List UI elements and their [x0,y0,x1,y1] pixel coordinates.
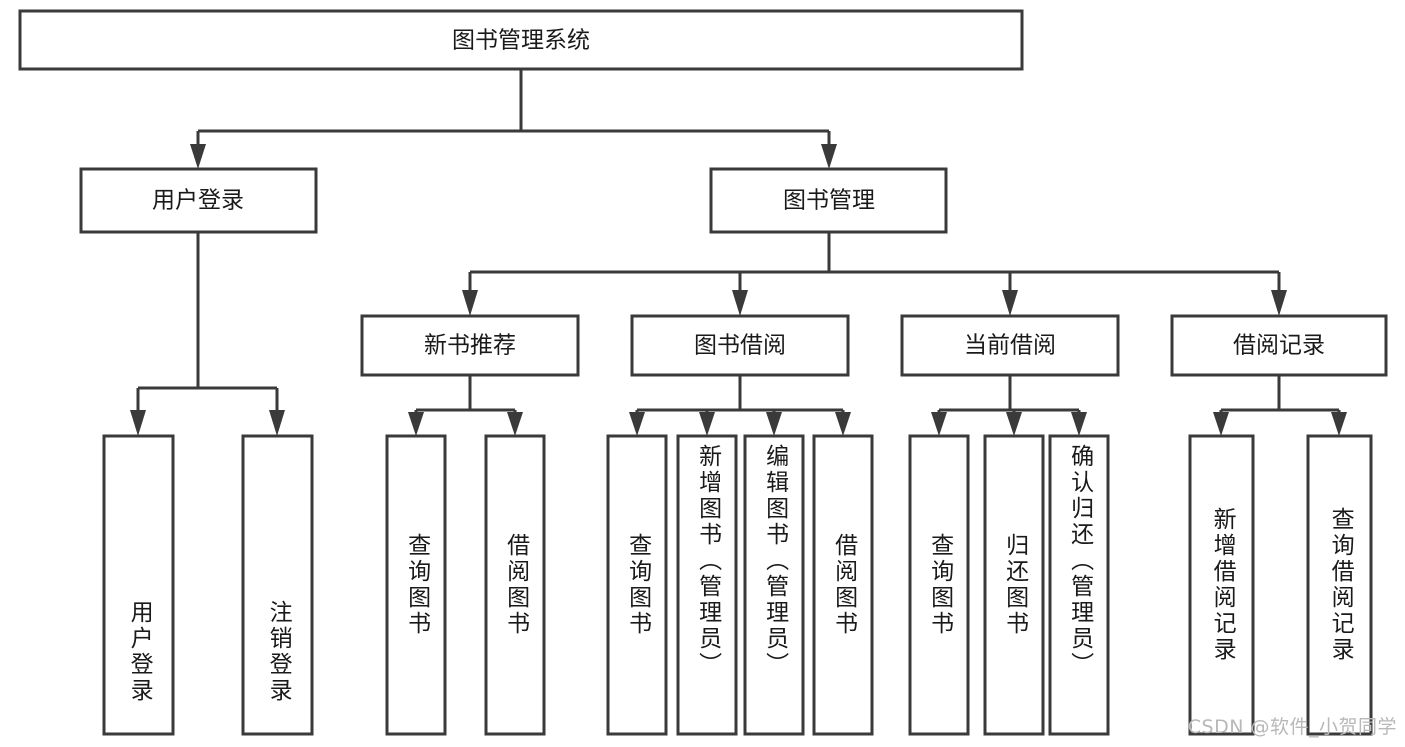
leaf-box-add-record[interactable] [1188,434,1255,736]
leaf-box-return-book[interactable] [983,434,1045,736]
csdn-watermark: CSDN @软件_小贺同学 [1187,716,1397,738]
current-borrow-label: 当前借阅 [964,333,1056,359]
book-management-label: 图书管理 [783,188,875,214]
leaf-box-query-book-3[interactable] [908,434,970,736]
connector-layer [130,69,1347,436]
arrow-to-leaf-query-book-1 [408,412,424,436]
leaf-box-layer [102,434,1373,736]
node-new-book-recommend[interactable]: 新书推荐 [360,314,580,377]
arrow-to-current-borrow [1002,290,1018,316]
arrow-to-leaf-edit-book [766,412,782,436]
leaf-box-query-book-1[interactable] [385,434,447,736]
arrow-to-book-mgmt [821,144,837,169]
leaf-box-query-book-2[interactable] [606,434,668,736]
arrow-to-leaf-query-book-2 [629,412,645,436]
node-borrow-record[interactable]: 借阅记录 [1170,314,1388,377]
book-borrow-label: 图书借阅 [694,333,786,359]
new-book-recommend-box[interactable] [360,314,580,377]
arrow-to-new-book-rec [462,290,478,316]
edge-bookmgmt-to-level3-bus [468,232,1281,294]
edge-currentborrow-to-leaves [937,375,1081,416]
leaf-box-borrow-book-1[interactable] [484,434,546,736]
edge-bookborrow-to-leaves [635,375,845,416]
root-label: 图书管理系统 [452,28,590,54]
node-current-borrow[interactable]: 当前借阅 [900,314,1120,377]
user-login-box[interactable] [79,167,318,234]
borrow-record-box[interactable] [1170,314,1388,377]
leaf-box-logout[interactable] [241,434,314,736]
node-book-borrow[interactable]: 图书借阅 [630,314,850,377]
node-user-login[interactable]: 用户登录 [79,167,318,234]
edge-newbookrec-to-leaves [414,375,517,416]
leaf-box-edit-book[interactable] [743,434,805,736]
leaf-box-confirm-return[interactable] [1048,434,1110,736]
leaf-box-user-login[interactable] [102,434,175,736]
arrow-to-borrow-record [1271,290,1287,316]
arrow-to-leaf-query-record [1331,412,1347,436]
arrow-to-leaf-logout [269,410,285,436]
arrow-to-book-borrow [732,290,748,316]
node-root[interactable]: 图书管理系统 [18,9,1024,71]
arrow-to-leaf-query-book-3 [931,412,947,436]
arrow-to-user-login [190,144,206,169]
arrow-to-leaf-add-book [699,412,715,436]
node-book-management[interactable]: 图书管理 [709,167,948,234]
current-borrow-box[interactable] [900,314,1120,377]
edge-userlogin-to-leaves [136,232,279,414]
arrow-to-leaf-return-book [1006,412,1022,436]
borrow-record-label: 借阅记录 [1233,333,1325,359]
arrow-to-leaf-borrow-book-2 [835,412,851,436]
leaf-box-query-record[interactable] [1306,434,1373,736]
arrow-to-leaf-add-record [1213,412,1229,436]
edge-borrowrecord-to-leaves [1219,375,1341,416]
edge-root-to-level2-bus [196,69,831,148]
book-management-box[interactable] [709,167,948,234]
root-box[interactable] [18,9,1024,71]
leaf-box-borrow-book-2[interactable] [812,434,874,736]
book-borrow-box[interactable] [630,314,850,377]
leaf-box-add-book[interactable] [676,434,738,736]
arrow-to-leaf-borrow-book-1 [507,412,523,436]
new-book-recommend-label: 新书推荐 [424,333,516,359]
arrow-to-leaf-confirm-return [1071,412,1087,436]
arrow-to-leaf-user-login [130,410,146,436]
user-login-label: 用户登录 [152,188,244,214]
